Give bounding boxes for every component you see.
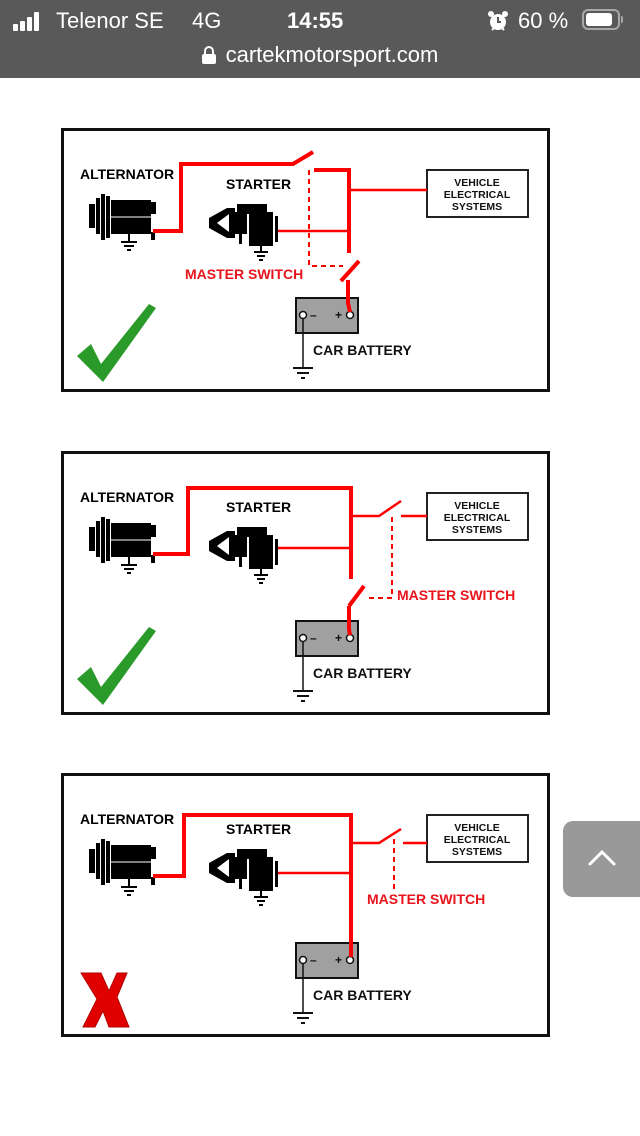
url-text: cartekmotorsport.com xyxy=(225,42,439,67)
vehicle-label-2: ELECTRICAL xyxy=(444,512,511,524)
network-type: 4G xyxy=(192,8,222,33)
alternator-icon xyxy=(89,839,156,896)
address-bar[interactable]: cartekmotorsport.com xyxy=(0,40,640,70)
battery-positive-label: + xyxy=(335,308,342,322)
vehicle-systems-box xyxy=(426,814,529,863)
diagram-panel-correct-1: ALTERNATOR STARTER VEHICLE ELECTRICAL SY… xyxy=(61,128,550,392)
alarm-icon xyxy=(488,11,508,31)
wiring-diagram: ALTERNATOR STARTER VEHICLE ELECTRICAL SY… xyxy=(61,128,550,392)
alternator-label: ALTERNATOR xyxy=(80,811,174,827)
battery-positive-label: + xyxy=(335,953,342,967)
scroll-to-top-button[interactable] xyxy=(563,821,640,897)
wire-segment xyxy=(153,486,353,579)
lock-icon xyxy=(201,46,216,64)
car-battery-label: CAR BATTERY xyxy=(313,342,412,358)
wiring xyxy=(153,813,427,957)
x-mark-icon xyxy=(80,972,130,1028)
master-switch-label: MASTER SWITCH xyxy=(185,266,303,282)
chevron-up-icon xyxy=(588,849,616,866)
alternator-icon xyxy=(89,194,156,251)
check-mark-shape xyxy=(77,627,156,705)
vehicle-label-1: VEHICLE xyxy=(454,177,500,189)
wire-segment xyxy=(153,813,353,957)
battery-negative-label: – xyxy=(310,631,317,645)
alternator-icon xyxy=(89,517,156,574)
signal-icon xyxy=(13,12,47,31)
check-mark-icon xyxy=(77,304,156,382)
wire-segment xyxy=(314,168,351,253)
check-mark-shape xyxy=(77,304,156,382)
diagram-panel-incorrect: ALTERNATOR STARTER VEHICLE ELECTRICAL SY… xyxy=(61,773,550,1037)
battery-negative-label: – xyxy=(310,308,317,322)
wiring xyxy=(153,486,427,636)
starter-icon xyxy=(209,849,278,906)
alternator-label: ALTERNATOR xyxy=(80,166,174,182)
wire-segment xyxy=(351,827,402,845)
vehicle-systems-box xyxy=(426,169,529,218)
starter-label: STARTER xyxy=(226,176,291,192)
wire-segment xyxy=(346,280,352,313)
battery-percentage: 60 % xyxy=(518,8,569,33)
vehicle-label-1: VEHICLE xyxy=(454,822,500,834)
vehicle-label-3: SYSTEMS xyxy=(452,846,502,858)
wire-segment xyxy=(153,150,315,233)
battery-negative-label: – xyxy=(310,953,317,967)
wire-segment xyxy=(351,499,402,518)
starter-icon xyxy=(209,204,278,261)
clock: 14:55 xyxy=(287,8,344,33)
car-battery-label: CAR BATTERY xyxy=(313,987,412,1003)
alternator-label: ALTERNATOR xyxy=(80,489,174,505)
starter-icon xyxy=(209,527,278,584)
switch-linkage xyxy=(308,170,343,267)
battery-icon xyxy=(582,9,623,30)
wiring-diagram: ALTERNATOR STARTER VEHICLE ELECTRICAL SY… xyxy=(61,451,550,715)
master-switch-label: MASTER SWITCH xyxy=(397,587,515,603)
switch-linkage xyxy=(368,517,393,599)
carrier-name: Telenor SE xyxy=(56,8,164,33)
vehicle-label-1: VEHICLE xyxy=(454,500,500,512)
wiring-diagram: ALTERNATOR STARTER VEHICLE ELECTRICAL SY… xyxy=(61,773,550,1037)
vehicle-label-3: SYSTEMS xyxy=(452,201,502,213)
starter-label: STARTER xyxy=(226,499,291,515)
battery-positive-label: + xyxy=(335,631,342,645)
status-bar: Telenor SE 4G 14:55 60 % cartekmotorspor… xyxy=(0,0,640,78)
vehicle-label-3: SYSTEMS xyxy=(452,524,502,536)
car-battery-label: CAR BATTERY xyxy=(313,665,412,681)
x-mark-shape xyxy=(80,972,130,1028)
check-mark-icon xyxy=(77,627,156,705)
wire-segment xyxy=(347,584,366,608)
starter-label: STARTER xyxy=(226,821,291,837)
diagram-panel-correct-2: ALTERNATOR STARTER VEHICLE ELECTRICAL SY… xyxy=(61,451,550,715)
wire-segment xyxy=(347,606,352,636)
car-battery-icon xyxy=(293,942,359,1024)
vehicle-label-2: ELECTRICAL xyxy=(444,834,511,846)
vehicle-label-2: ELECTRICAL xyxy=(444,189,511,201)
wiring xyxy=(153,150,427,313)
master-switch-label: MASTER SWITCH xyxy=(367,891,485,907)
wire-segment xyxy=(339,259,361,283)
